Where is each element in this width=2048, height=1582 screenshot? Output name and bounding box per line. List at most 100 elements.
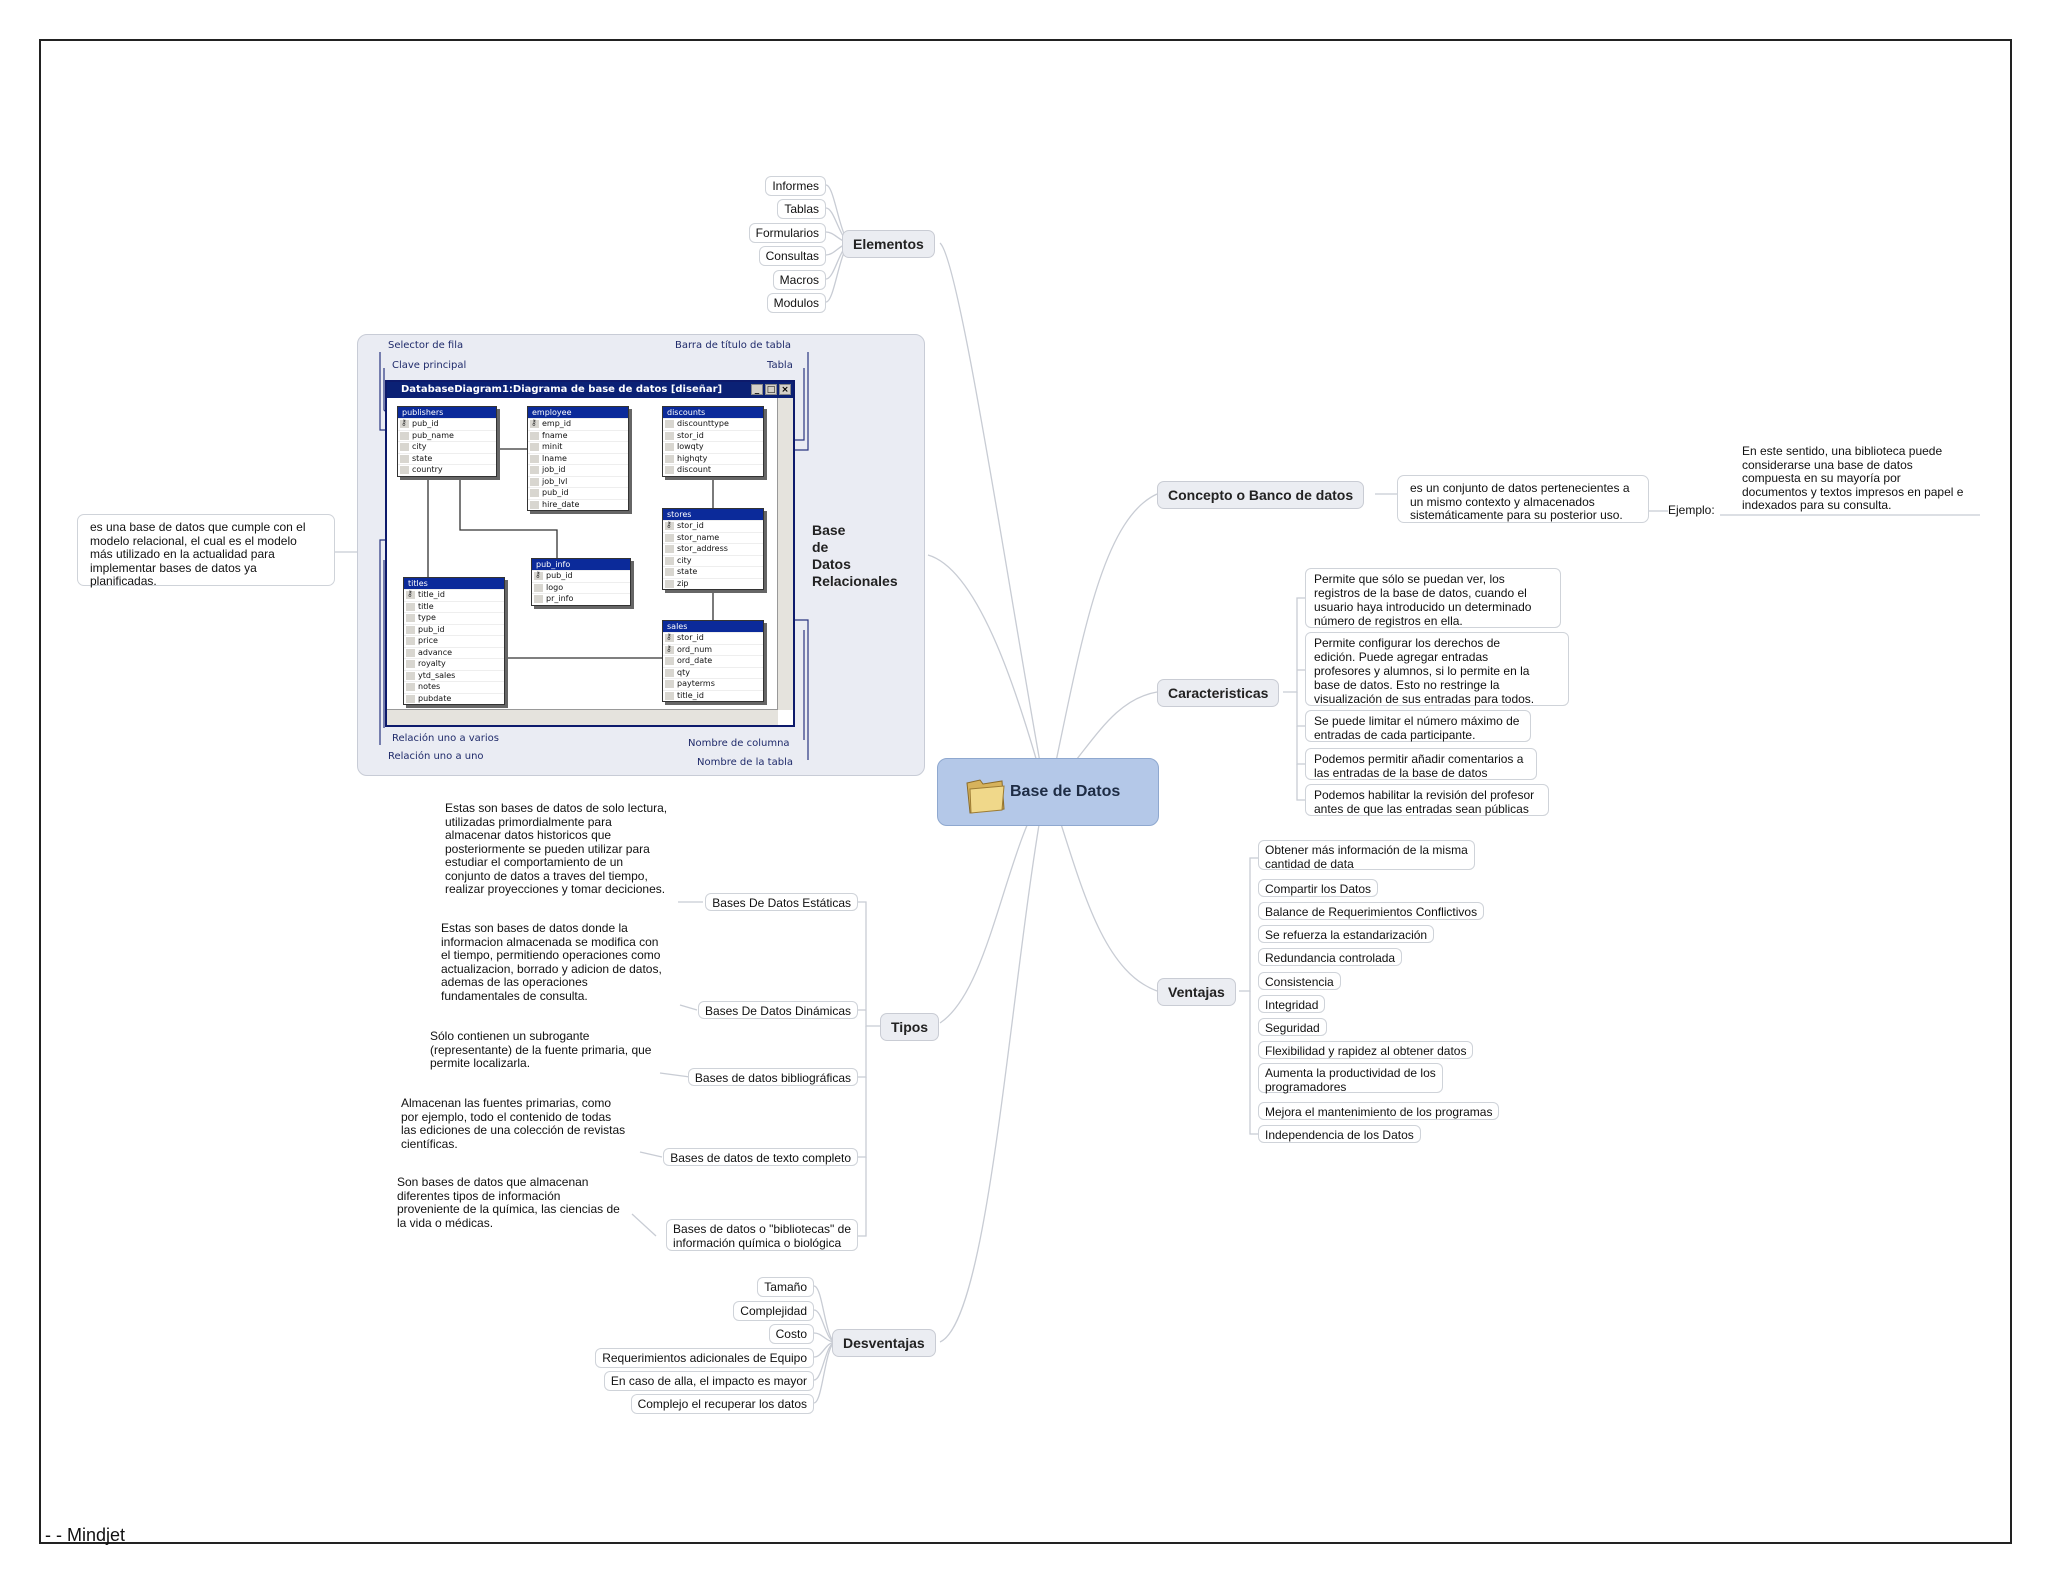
table-header: publishers: [398, 407, 496, 418]
desventajas-item[interactable]: Complejo el recuperar los datos: [630, 1394, 814, 1414]
table-column: minit: [528, 441, 628, 453]
elementos-item[interactable]: Tablas: [777, 199, 826, 219]
ventaja-item[interactable]: Mejora el mantenimiento de los programas: [1258, 1102, 1500, 1120]
page-frame: [39, 39, 2012, 1544]
caracteristica-item[interactable]: Permite que sólo se puedan ver, los regi…: [1305, 568, 1561, 628]
table-header: discounts: [663, 407, 763, 418]
ventaja-item[interactable]: Balance de Requerimientos Conflictivos: [1258, 902, 1485, 920]
branch-concepto[interactable]: Concepto o Banco de datos: [1157, 481, 1365, 509]
table-column: title_id: [663, 689, 763, 702]
table-column: advance: [404, 646, 504, 659]
table-column: zip: [663, 577, 763, 590]
callout-selector-fila: Selector de fila: [388, 340, 464, 351]
caracteristica-item[interactable]: Podemos habilitar la revisión del profes…: [1305, 784, 1549, 816]
ventaja-item[interactable]: Seguridad: [1258, 1018, 1327, 1036]
tipo-note: Estas son bases de datos donde la inform…: [441, 921, 662, 1003]
branch-ventajas[interactable]: Ventajas: [1157, 978, 1236, 1006]
table-column: ord_num: [663, 643, 763, 656]
caracteristica-item[interactable]: Se puede limitar el número máximo de ent…: [1305, 710, 1531, 742]
desventajas-item[interactable]: Requerimientos adicionales de Equipo: [595, 1348, 814, 1368]
ventaja-item[interactable]: Consistencia: [1258, 972, 1341, 990]
table-column: city: [663, 554, 763, 567]
table-column: pub_id: [398, 418, 496, 430]
ventaja-item[interactable]: Se refuerza la estandarización: [1258, 925, 1435, 943]
elementos-item[interactable]: Modulos: [766, 293, 826, 313]
ventaja-item[interactable]: Independencia de los Datos: [1258, 1125, 1421, 1143]
horizontal-scrollbar[interactable]: [387, 709, 778, 725]
table-sales[interactable]: salesstor_idord_numord_dateqtypaytermsti…: [662, 620, 764, 702]
callout-nombre-tabla: Nombre de la tabla: [697, 757, 793, 768]
branch-relacionales[interactable]: Base de Datos Relacionales: [812, 522, 898, 590]
table-titles[interactable]: titlestitle_idtitletypepub_idpriceadvanc…: [403, 577, 505, 705]
concepto-example-label: Ejemplo:: [1668, 503, 1715, 517]
caracteristica-item[interactable]: Permite configurar los derechos de edici…: [1305, 632, 1569, 706]
desventajas-item[interactable]: Complejidad: [733, 1301, 814, 1321]
relacionales-label-line: de: [812, 539, 829, 555]
tipo-item[interactable]: Bases de datos bibliográficas: [687, 1068, 858, 1086]
table-column: city: [398, 441, 496, 453]
folder-icon: [966, 779, 1005, 814]
table-column: title: [404, 600, 504, 613]
table-column: discount: [663, 464, 763, 476]
table-column: stor_name: [663, 531, 763, 544]
ventaja-item[interactable]: Redundancia controlada: [1258, 948, 1403, 966]
table-column: notes: [404, 681, 504, 693]
ventaja-item[interactable]: Flexibilidad y rapidez al obtener datos: [1258, 1041, 1474, 1059]
desventajas-item[interactable]: Costo: [768, 1324, 814, 1344]
footer: - - Mindjet: [45, 1525, 126, 1545]
ventaja-item[interactable]: Aumenta la productividad de los programa…: [1258, 1063, 1443, 1094]
table-column: lname: [528, 452, 628, 465]
table-column: job_id: [528, 464, 628, 476]
central-topic[interactable]: Base de Datos: [937, 758, 1159, 826]
tipo-item[interactable]: Bases De Datos Estáticas: [705, 893, 858, 911]
table-column: price: [404, 635, 504, 647]
table-column: pubdate: [404, 692, 504, 705]
table-header: employee: [528, 407, 628, 418]
maximize-icon[interactable]: □: [765, 384, 777, 395]
table-column: state: [663, 566, 763, 578]
table-header: sales: [663, 621, 763, 632]
callout-relacion-varios: Relación uno a varios: [392, 733, 500, 744]
branch-desventajas[interactable]: Desventajas: [832, 1329, 936, 1357]
table-column: country: [398, 464, 496, 476]
concepto-definition: es un conjunto de datos pertenecientes a…: [1397, 475, 1649, 523]
concepto-example-text: En este sentido, una biblioteca puede co…: [1742, 444, 1964, 512]
ventaja-item[interactable]: Integridad: [1258, 995, 1326, 1013]
tipo-note: Sólo contienen un subrogante (representa…: [430, 1029, 652, 1070]
callout-tabla: Tabla: [767, 360, 793, 371]
table-column: pub_id: [528, 487, 628, 499]
vertical-scrollbar[interactable]: [777, 398, 793, 710]
table-column: qty: [663, 666, 763, 679]
branch-elementos[interactable]: Elementos: [842, 230, 935, 258]
table-column: type: [404, 612, 504, 624]
branch-caracteristicas[interactable]: Caracteristicas: [1157, 679, 1280, 707]
elementos-item[interactable]: Informes: [765, 176, 826, 196]
diagram-window-titlebar: DatabaseDiagram1:Diagrama de base de dat…: [387, 382, 793, 398]
table-column: title_id: [404, 589, 504, 601]
desventajas-item[interactable]: Tamaño: [757, 1277, 814, 1297]
elementos-item[interactable]: Consultas: [758, 246, 826, 266]
elementos-item[interactable]: Formularios: [748, 223, 826, 243]
table-header: titles: [404, 578, 504, 589]
table-column: discounttype: [663, 418, 763, 430]
table-stores[interactable]: storesstor_idstor_namestor_addresscityst…: [662, 508, 764, 590]
caracteristica-item[interactable]: Podemos permitir añadir comentarios a la…: [1305, 748, 1537, 780]
tipo-item[interactable]: Bases De Datos Dinámicas: [697, 1001, 858, 1019]
branch-tipos[interactable]: Tipos: [880, 1013, 940, 1041]
ventaja-item[interactable]: Obtener más información de la misma cant…: [1258, 840, 1475, 871]
tipo-item[interactable]: Bases de datos de texto completo: [663, 1148, 858, 1166]
minimize-icon[interactable]: _: [751, 384, 763, 395]
central-topic-label: Base de Datos: [1010, 783, 1121, 800]
table-header: stores: [663, 509, 763, 520]
tipo-note: Almacenan las fuentes primarias, como po…: [401, 1096, 626, 1151]
table-column: ytd_sales: [404, 669, 504, 682]
desventajas-item[interactable]: En caso de alla, el impacto es mayor: [603, 1371, 814, 1391]
elementos-item[interactable]: Macros: [772, 270, 826, 290]
ventaja-item[interactable]: Compartir los Datos: [1258, 879, 1379, 897]
close-icon[interactable]: ×: [779, 384, 791, 395]
tipo-item[interactable]: Bases de datos o "bibliotecas" de inform…: [666, 1219, 858, 1251]
table-employee[interactable]: employeeemp_idfnameminitlnamejob_idjob_l…: [527, 406, 629, 511]
